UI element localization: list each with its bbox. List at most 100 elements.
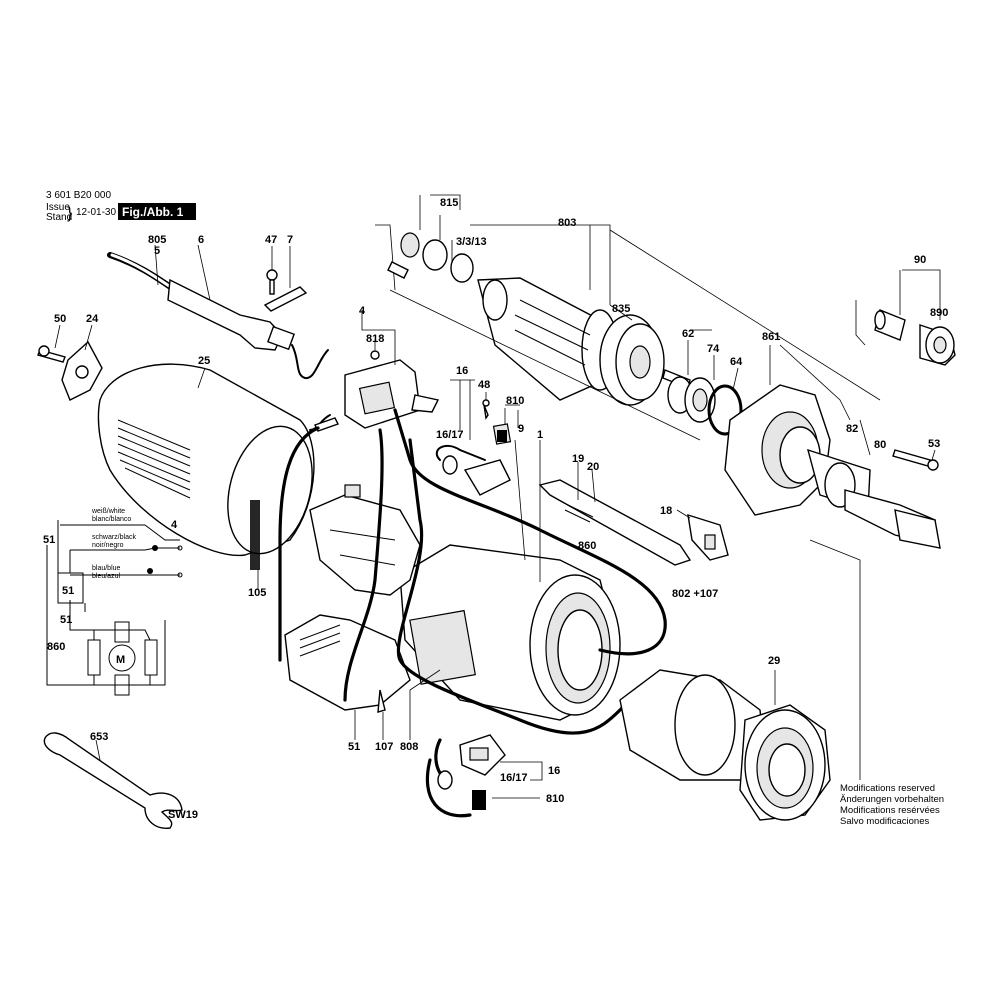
motor-housing-29 [619,539,861,821]
label-4-wiring: 4 [171,519,178,531]
armature-803 [477,277,691,406]
cable-strain-relief [167,278,283,351]
clamp-7 [263,286,308,312]
modifications-note: Modifications reserved Änderungen vorbeh… [840,783,944,827]
screw-818 [370,350,380,360]
brush-holder-bottom [437,734,543,810]
part-18 [676,509,729,561]
label-25: 25 [198,355,210,367]
label-74: 74 [707,343,720,355]
figure-label-box [118,203,196,220]
figure-label: Fig./Abb. 1 [122,205,184,219]
label-9: 9 [518,423,524,435]
label-sw19: SW19 [168,809,198,821]
main-housing-1 [399,439,621,721]
label-835: 835 [612,303,630,315]
wire-blue-label: blau/blue [92,565,121,572]
armature-group [375,194,881,441]
cable-clamp-group [263,246,308,312]
label-16: 16 [456,365,468,377]
label-16-17-lower: 16/17 [500,772,528,784]
label-6: 6 [198,234,204,246]
label-29: 29 [768,655,780,667]
header-block: 3 601 B20 000 Issue Stand } 12-01-30 Fig… [46,190,196,223]
issue-date: 12-01-30 [76,207,116,218]
handle-screw-group [37,324,103,401]
label-890: 890 [930,307,948,319]
brush-holder-top [435,379,520,496]
label-815: 815 [440,197,458,209]
switch-assembly [309,310,440,432]
brace-symbol: } [67,205,73,222]
label-48: 48 [478,379,490,391]
label-818: 818 [366,333,384,345]
label-861: 861 [762,331,780,343]
brush-holder-16 [463,459,511,496]
wire-black-label: schwarz/black [92,534,136,541]
note-line-1: Modifications reserved [840,783,935,794]
issue-label: Issue [46,202,70,213]
label-47: 47 [265,234,277,246]
gear-head-861 [724,344,941,549]
lever-group [538,462,692,566]
label-51-box: 51 [62,585,74,597]
label-50: 50 [54,313,66,325]
screw-53 [892,449,939,471]
label-808: 808 [400,741,418,753]
label-802-107: 802 +107 [672,588,718,600]
note-line-2: Änderungen vorbehalten [840,794,944,805]
label-810: 810 [506,395,524,407]
label-16-lower: 16 [548,765,560,777]
note-line-3: Modifications resérvées [840,805,940,816]
label-51-wiring: 51 [43,534,55,546]
stand-label: Stand [46,212,72,223]
label-18: 18 [660,505,672,517]
motor-symbol: M [116,654,125,666]
wrench-653 [43,732,183,829]
label-3-3-13: 3/3/13 [456,236,487,248]
label-80: 80 [874,439,886,451]
part-number: 3 601 B20 000 [46,190,111,201]
cable-plug [267,325,295,351]
label-805: 805 [148,234,166,246]
label-20: 20 [587,461,599,473]
wire-blue-label-2: bleu/azul [92,573,120,580]
label-24: 24 [86,313,99,325]
label-105: 105 [248,587,266,599]
label-5: 5 [154,245,160,257]
collet-group [855,269,956,366]
screw-47 [266,269,278,281]
wire-white-label: weiß/white [91,508,125,515]
switch-frame [309,484,421,596]
power-cable-group [107,244,329,380]
housing-cover-25 [97,363,315,590]
note-line-4: Salvo modificaciones [840,816,929,827]
label-860-wiring: 860 [47,641,65,653]
wire-white-label-2: blanc/blanco [92,516,131,523]
label-53: 53 [928,438,940,450]
label-64: 64 [730,356,743,368]
label-19: 19 [572,453,584,465]
label-860: 860 [578,540,596,552]
label-653: 653 [90,731,108,743]
label-90: 90 [914,254,926,266]
label-803: 803 [558,217,576,229]
wire-harness [278,408,667,818]
label-810-lower: 810 [546,793,564,805]
label-1: 1 [537,429,543,441]
brush-board-51 [284,614,441,740]
label-107: 107 [375,741,393,753]
label-16-17: 16/17 [436,429,464,441]
bearing-parts [387,232,474,283]
label-4: 4 [359,305,366,317]
wire-black-label-2: noir/negro [92,542,124,549]
label-51-board: 51 [348,741,360,753]
part-labels: 815 803 3/3/13 835 805 5 6 47 7 90 890 8… [43,197,948,821]
label-62: 62 [682,328,694,340]
label-82: 82 [846,423,858,435]
wiring-schematic: M weiß/white blanc/blanco schwarz/black … [46,508,183,696]
label-7: 7 [287,234,293,246]
label-51-lower: 51 [60,614,72,626]
bearing-set [667,329,743,436]
